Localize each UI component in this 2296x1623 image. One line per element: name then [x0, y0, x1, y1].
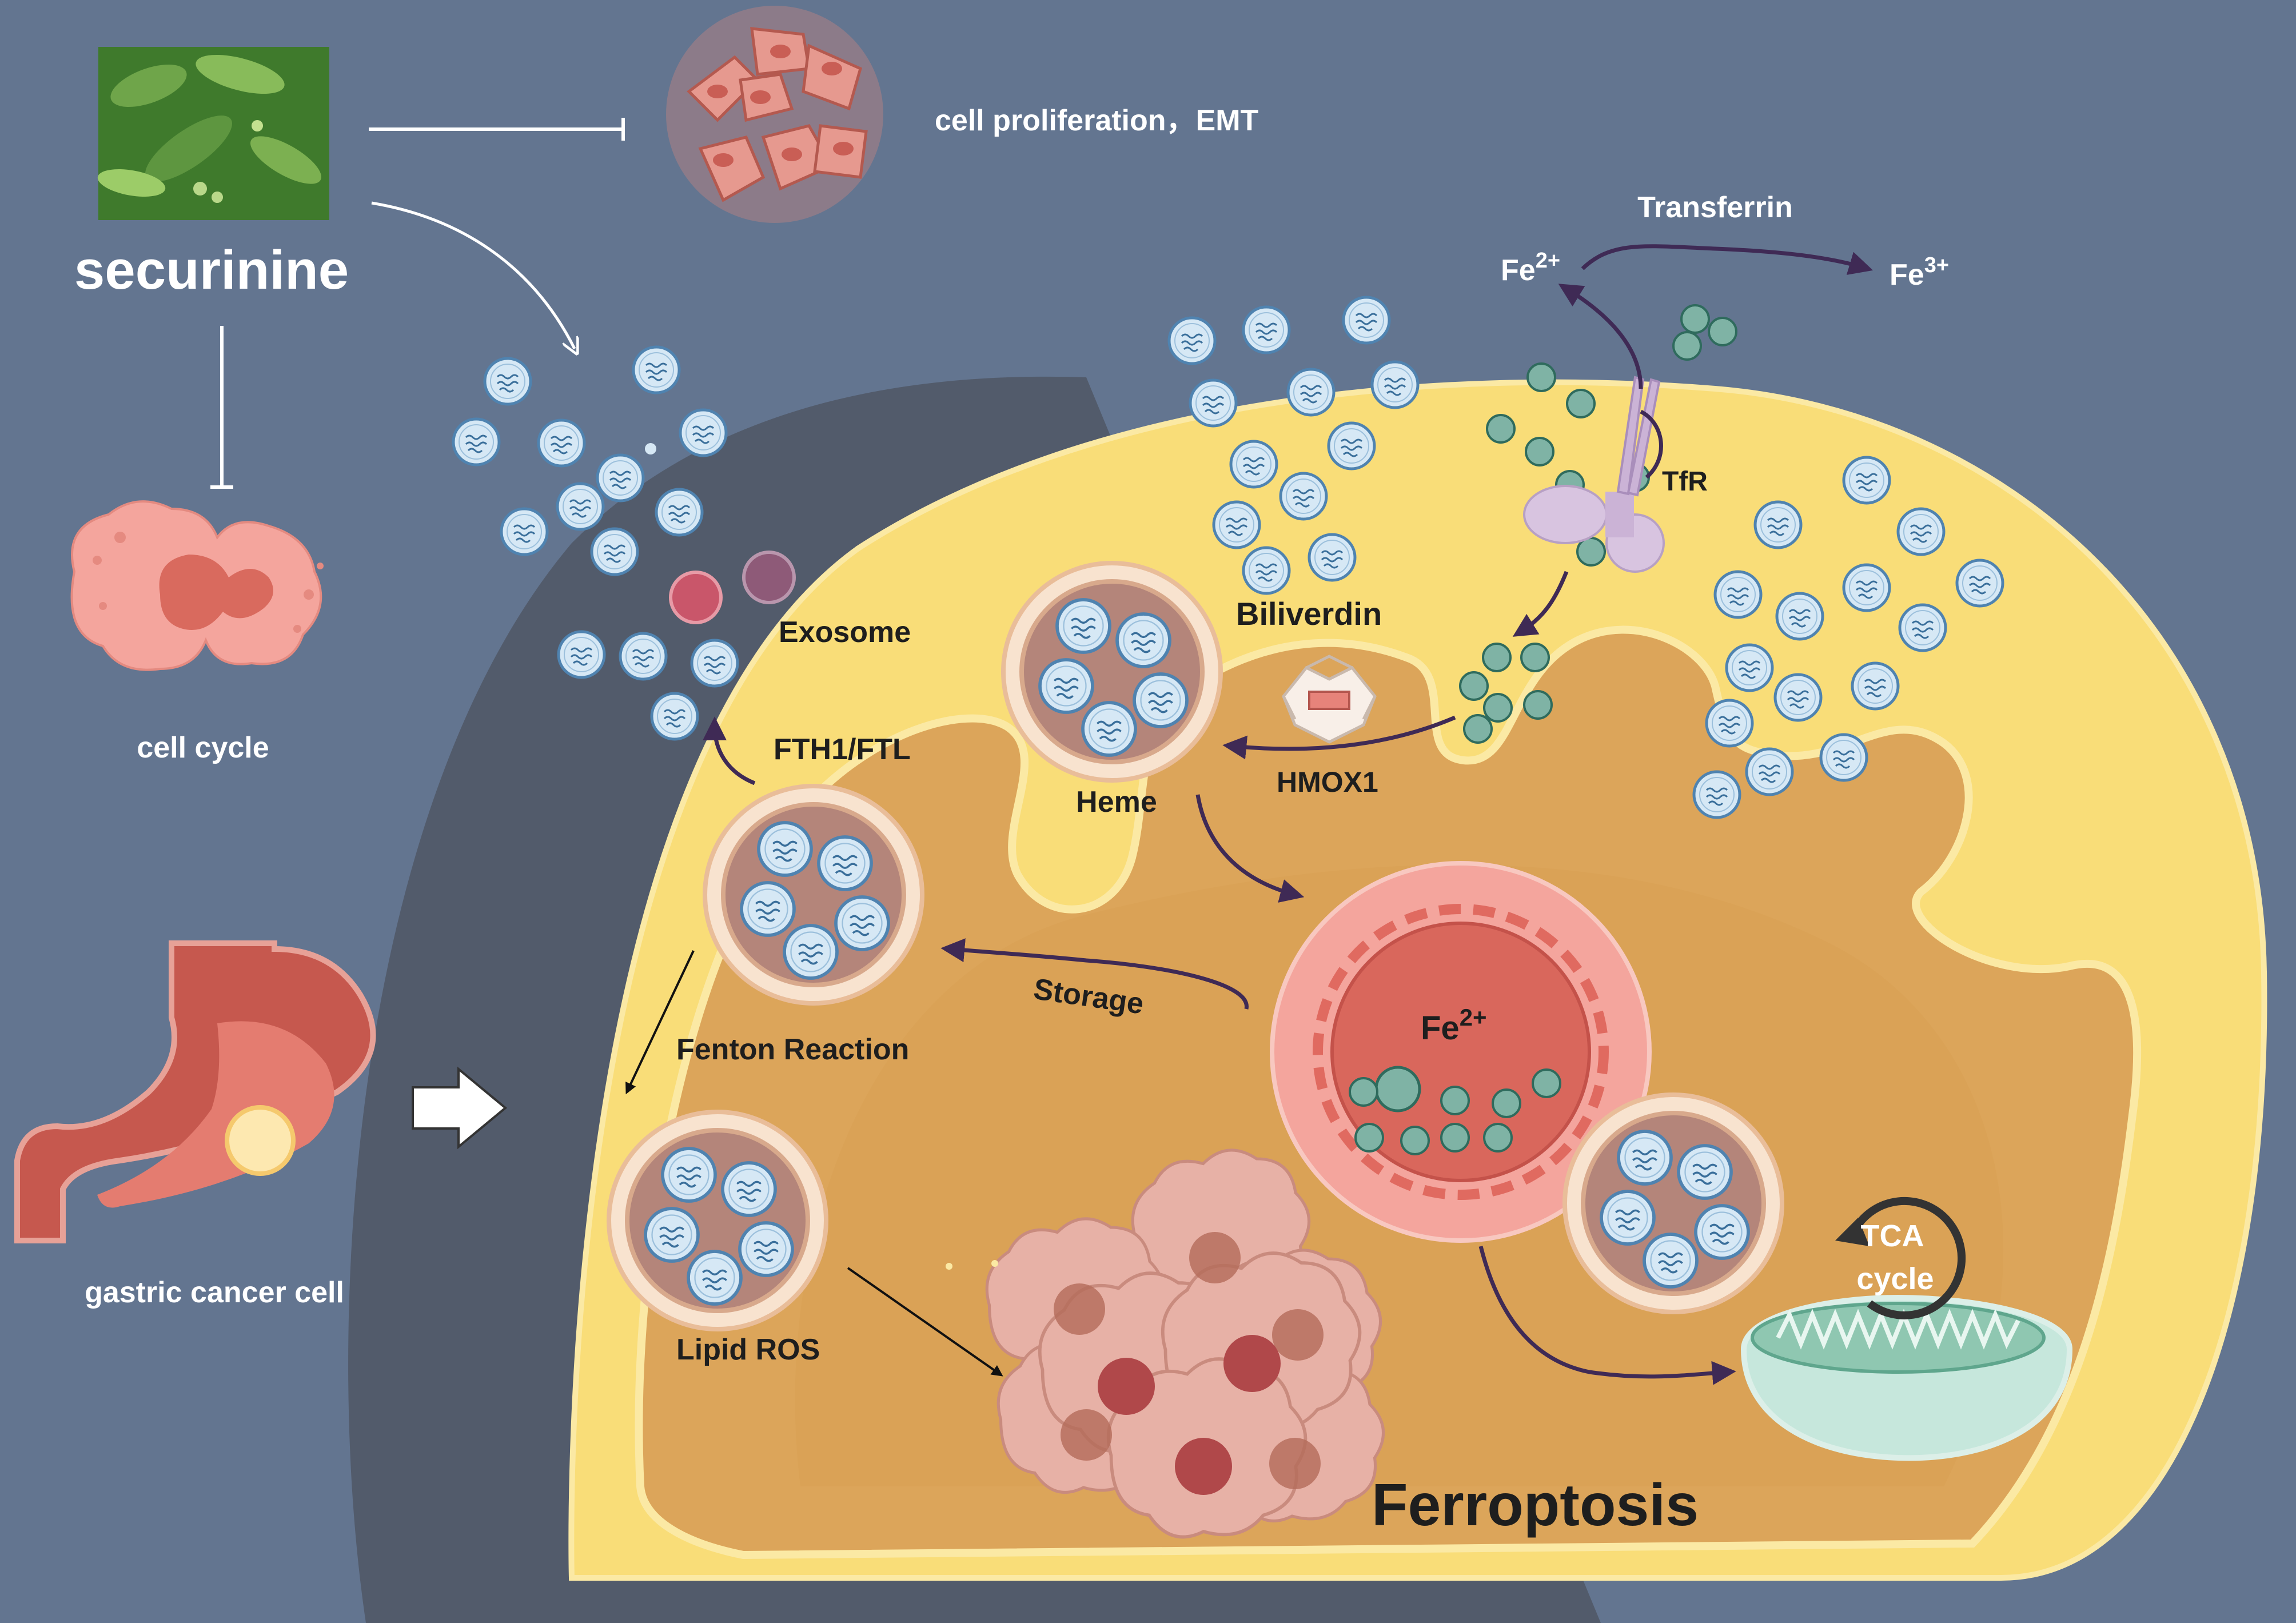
tfr-label: TfR: [1662, 466, 1708, 497]
fe2-to-fe3-arrow: [1581, 244, 1874, 275]
tfr-down-arrow: [1512, 571, 1569, 637]
hmox1-arrow: [1222, 715, 1456, 760]
tca-label-1: TCA: [1861, 1219, 1924, 1253]
dying-cell-icon: [946, 1150, 1384, 1537]
exosome-label: Exosome: [779, 616, 911, 649]
exosome-purple-icon: [742, 551, 796, 604]
fe3-label-top: Fe3+: [1890, 253, 1949, 292]
stomach-icon: [14, 940, 376, 1243]
fth-vesicle-icon: [705, 786, 922, 1003]
storage-arrow: [940, 938, 1249, 1010]
dividing-cell-icon: [70, 500, 324, 671]
inhibit-proliferation-arrow: [369, 118, 625, 141]
gastric-label: gastric cancer cell: [85, 1276, 344, 1309]
mito-vesicle-icon: [1565, 1095, 1782, 1312]
block-arrow: [412, 1066, 508, 1150]
enzyme-icon: [1282, 655, 1377, 744]
tca-label-2: cycle: [1856, 1262, 1934, 1296]
ferroptosis-label: Ferroptosis: [1372, 1472, 1699, 1538]
cell-cluster-icon: [666, 6, 883, 223]
fth-label: FTH1/FTL: [774, 733, 911, 766]
proliferation-label: cell proliferation，EMT: [935, 104, 1259, 137]
exosome-vesicles: [453, 347, 738, 739]
plant-photo-icon: [97, 47, 329, 220]
fe-to-mito-arrow: [1478, 1246, 1736, 1385]
securinine-label: securinine: [74, 240, 349, 301]
fe2-label-top: Fe2+: [1501, 249, 1560, 287]
fenton-arrow: [625, 950, 695, 1095]
lipid-label: Lipid ROS: [676, 1333, 820, 1366]
hmox1-label: HMOX1: [1277, 766, 1378, 798]
lipid-vesicle-icon: [609, 1112, 826, 1329]
mitochondria-icon: [1740, 1294, 2073, 1461]
tca-cycle-icon: [1835, 1197, 1966, 1319]
fenton-label: Fenton Reaction: [676, 1033, 909, 1066]
heme-to-fe-arrow: [1195, 794, 1305, 903]
securinine-to-exosome-arrow: [371, 201, 575, 349]
biliverdin-label: Biliverdin: [1236, 596, 1382, 632]
heme-label: Heme: [1076, 785, 1157, 819]
tfr-loop-arrow: [1640, 409, 1663, 479]
transferrin-label: Transferrin: [1637, 191, 1793, 224]
heme-vesicle-icon: [1003, 563, 1221, 780]
fth-to-exosome-arrow: [703, 716, 756, 785]
inhibit-cell-cycle-arrow: [210, 326, 233, 489]
fe2-label-center: Fe2+: [1421, 1004, 1487, 1047]
lipid-to-death-arrow: [847, 1267, 1003, 1377]
iron-lysosome-icon: [1270, 861, 1652, 1243]
receptor-icon: [1523, 376, 1665, 573]
exosome-red-icon: [669, 571, 723, 624]
cell-cycle-label: cell cycle: [137, 731, 269, 764]
tfr-up-arrow: [1558, 284, 1643, 389]
